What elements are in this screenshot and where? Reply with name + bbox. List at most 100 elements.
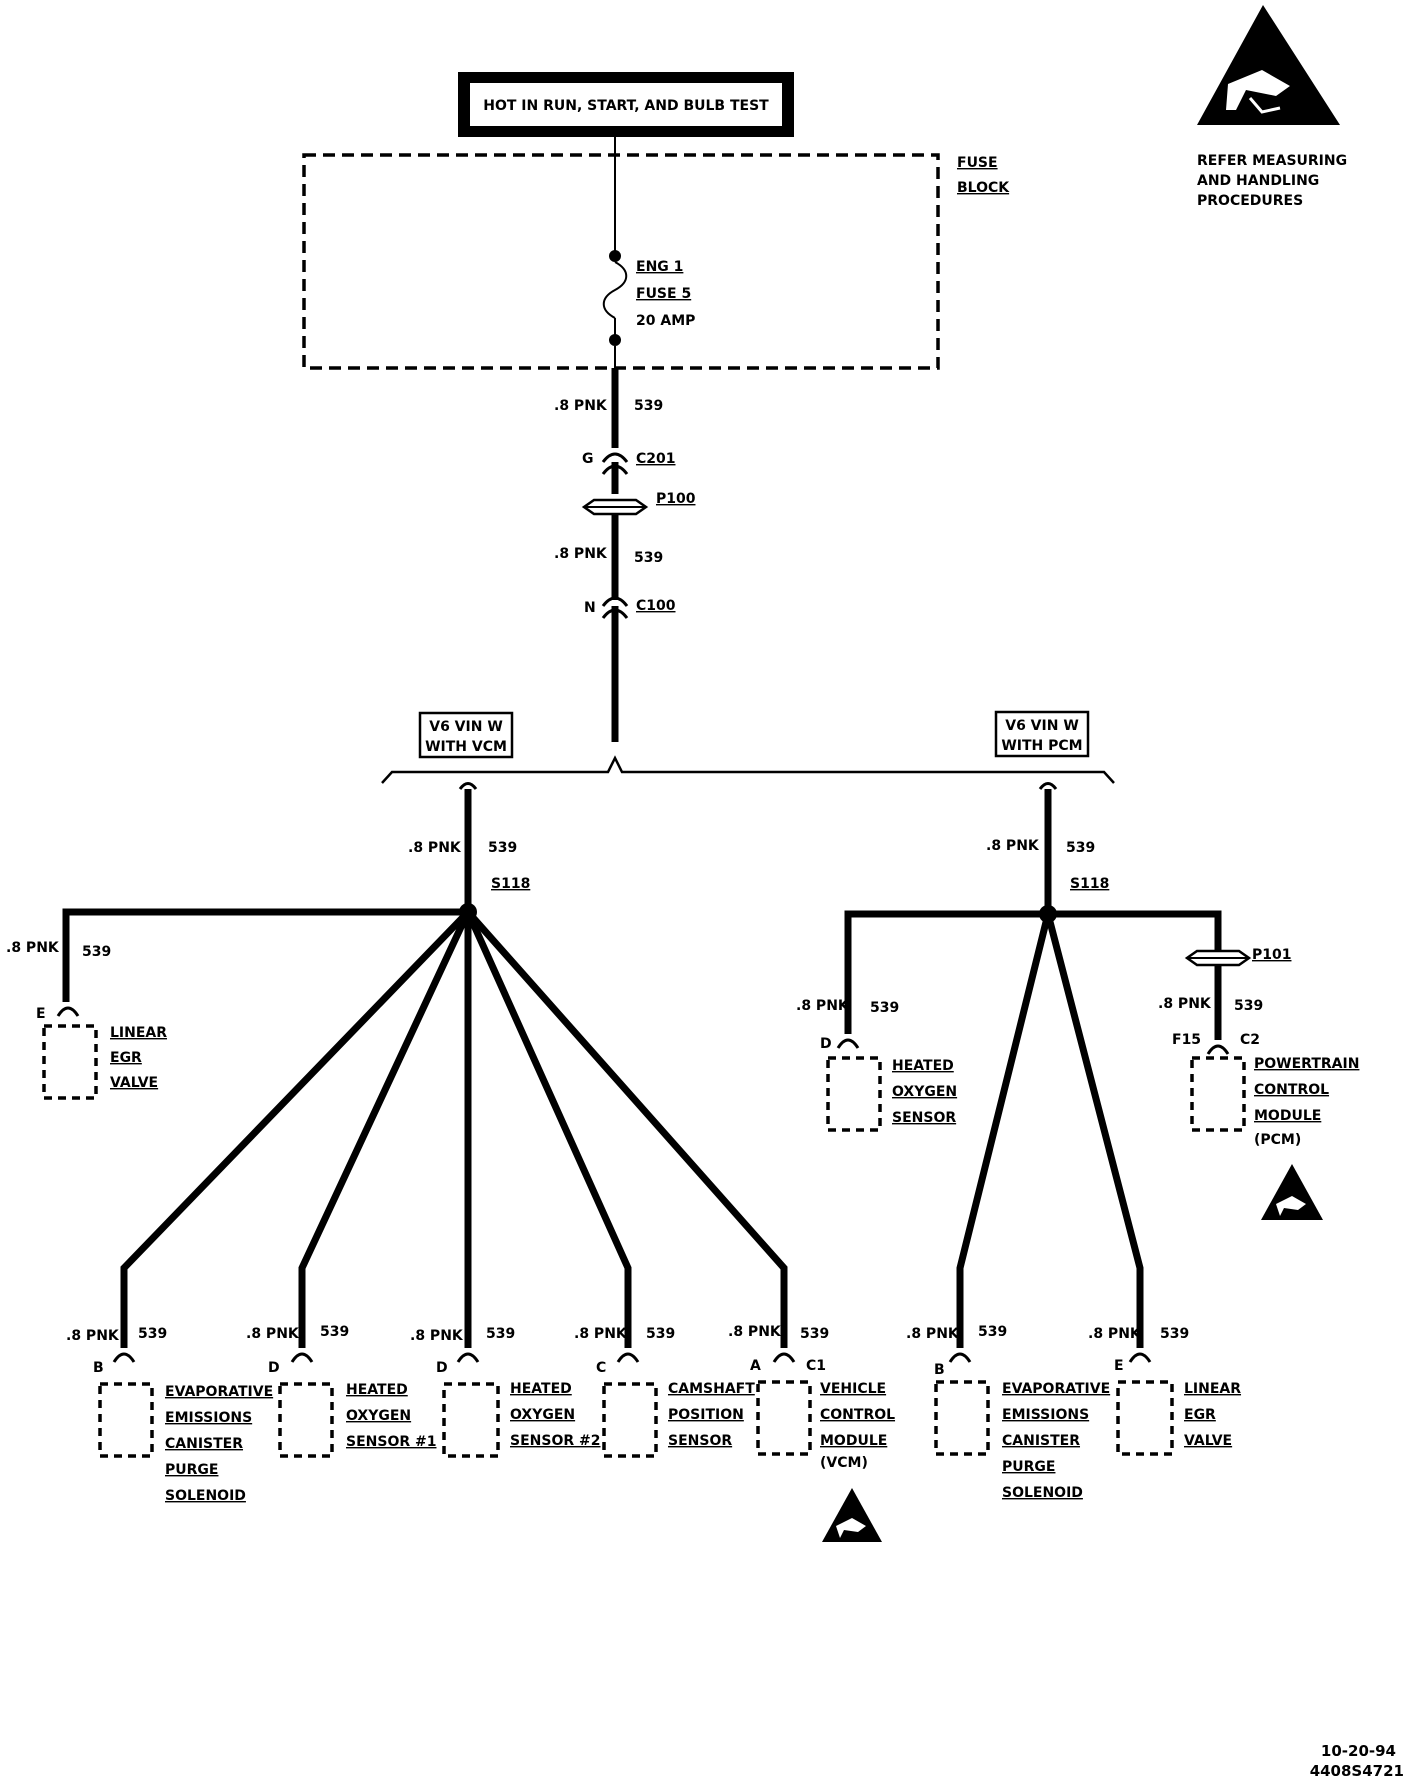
vcm-pin: A [750,1358,761,1374]
c201-pin: G [582,451,594,467]
cmp-component [602,1382,658,1458]
wire-circuit-pcm: 539 [1234,998,1263,1014]
fuse-symbol-icon [602,261,628,319]
wire-to-egr-right [1044,913,1144,1348]
pass-through-p101-icon [1184,949,1252,967]
wire-to-evap-left [120,909,471,1348]
wire-circuit-egr-left: 539 [82,944,111,960]
fuse-name-1: ENG 1 [636,259,683,275]
wire-circuit-ho2s-right: 539 [870,1000,899,1016]
vcm-conn: C1 [806,1358,826,1374]
branch-vcm-box [418,711,514,759]
wire-circuit-cmp: 539 [646,1326,675,1342]
evap-right-line3: CANISTER [1002,1433,1080,1449]
wire-size-evap-left: .8 PNK [66,1328,120,1344]
wire-size-pcm: .8 PNK [1158,996,1212,1012]
fuse-name-2: FUSE 5 [636,286,691,302]
ho2s1-line2: OXYGEN [346,1408,411,1424]
branch-pcm-line2: WITH PCM [1001,738,1082,754]
footer-date: 10-20-94 [1321,1742,1396,1760]
wire-circuit-trunk-1: 539 [634,398,663,414]
esd-vcm-icon [822,1488,882,1542]
p100-name: P100 [656,491,696,507]
pcm-line3: MODULE [1254,1108,1321,1124]
ho2s1-component [278,1382,334,1458]
vcm-line1: VEHICLE [820,1381,886,1397]
fuse-terminal-top [609,250,621,262]
wire-circuit-ho2s2: 539 [486,1326,515,1342]
wire-size-ho2s1: .8 PNK [246,1326,300,1342]
evap-right-pin: B [934,1362,945,1378]
wire-circuit-egr-right: 539 [1160,1326,1189,1342]
wire-to-evap-right [956,913,1052,1348]
evap-left-line4: PURGE [165,1462,218,1478]
wire-circuit-right-riser: 539 [1066,840,1095,856]
cmp-line3: SENSOR [668,1433,732,1449]
fuse-block-label-1: FUSE [957,155,998,171]
branch-vcm-line1: V6 VIN W [429,719,503,735]
ho2s2-pin: D [436,1360,448,1376]
egr-left-pin: E [36,1006,46,1022]
pcm-component [1190,1056,1246,1132]
egr-left-component [42,1024,98,1100]
ho2s2-line1: HEATED [510,1381,572,1397]
evap-left-line5: SOLENOID [165,1488,246,1504]
ho2s1-line3: SENSOR #1 [346,1434,436,1450]
pcm-line1: POWERTRAIN [1254,1056,1359,1072]
wire-size-ho2s2: .8 PNK [410,1328,464,1344]
pcm-pin: F15 [1172,1032,1201,1048]
wire-circuit-trunk-2: 539 [634,550,663,566]
splice-left-name: S118 [491,876,530,892]
ho2s-right-line2: OXYGEN [892,1084,957,1100]
vcm-component [756,1380,812,1456]
esd-warning-icon [1197,5,1340,125]
cmp-line2: POSITION [668,1407,744,1423]
warning-line-3: PROCEDURES [1197,193,1303,209]
vcm-line3: MODULE [820,1433,887,1449]
wire-size-trunk-2: .8 PNK [554,546,608,562]
vcm-abbr: (VCM) [820,1455,868,1471]
evap-left-line1: EVAPORATIVE [165,1384,273,1400]
wire-size-vcm: .8 PNK [728,1324,782,1340]
evap-left-component [98,1382,154,1458]
option-brace [381,755,1115,784]
wire-circuit-evap-right: 539 [978,1324,1007,1340]
wire-to-ho2s1 [298,910,472,1348]
egr-left-line1: LINEAR [110,1025,167,1041]
cmp-line1: CAMSHAFT [668,1381,755,1397]
ho2s-right-line3: SENSOR [892,1110,956,1126]
wire-size-ho2s-right: .8 PNK [796,998,850,1014]
evap-right-line1: EVAPORATIVE [1002,1381,1110,1397]
branch-pcm-box [994,710,1090,758]
evap-left-pin: B [93,1360,104,1376]
ho2s1-pin: D [268,1360,280,1376]
p101-name: P101 [1252,947,1291,963]
ho2s-right-line1: HEATED [892,1058,954,1074]
branch-vcm-line2: WITH VCM [425,739,507,755]
egr-right-line1: LINEAR [1184,1381,1241,1397]
evap-right-line2: EMISSIONS [1002,1407,1089,1423]
pcm-abbr: (PCM) [1254,1132,1301,1148]
fuse-block-label-2: BLOCK [957,180,1010,196]
egr-left-line2: EGR [110,1050,142,1066]
cmp-pin: C [596,1360,606,1376]
power-label: HOT IN RUN, START, AND BULB TEST [483,98,769,114]
warning-line-2: AND HANDLING [1197,173,1319,189]
wire-circuit-vcm: 539 [800,1326,829,1342]
pcm-conn: C2 [1240,1032,1260,1048]
pass-through-p100-icon [581,498,649,516]
wire-size-left-riser: .8 PNK [408,840,462,856]
fuse-terminal-bottom [609,334,621,346]
ho2s-right-component [826,1056,882,1132]
c100-pin: N [584,600,596,616]
wire-circuit-left-riser: 539 [488,840,517,856]
wire-size-evap-right: .8 PNK [906,1326,960,1342]
evap-right-line5: SOLENOID [1002,1485,1083,1501]
vcm-line2: CONTROL [820,1407,895,1423]
egr-right-line2: EGR [1184,1407,1216,1423]
ho2s1-line1: HEATED [346,1382,408,1398]
wire-to-p101 [1048,910,1222,950]
egr-left-line3: VALVE [110,1075,158,1091]
ho2s2-line3: SENSOR #2 [510,1433,600,1449]
